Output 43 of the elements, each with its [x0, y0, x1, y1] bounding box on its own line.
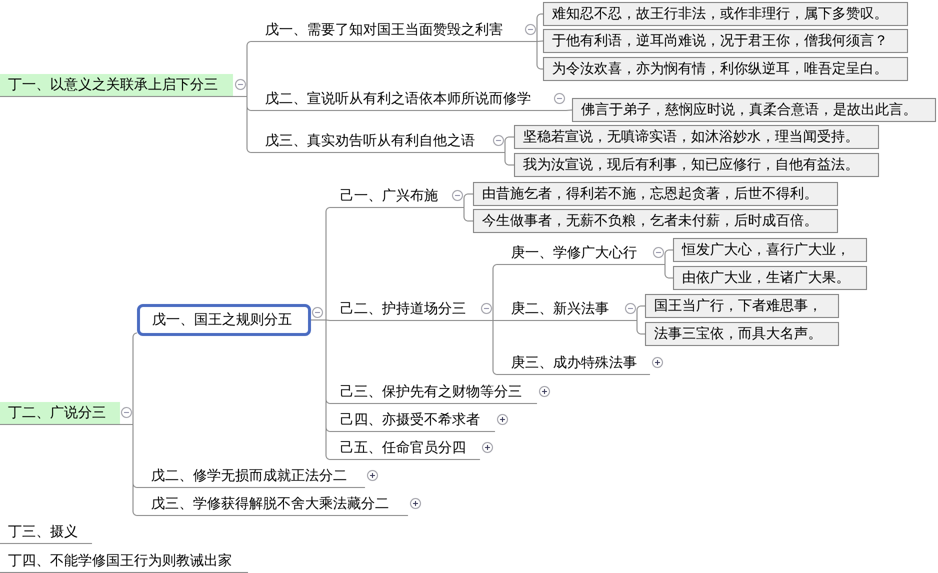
branch-topic: 己三、保护先有之财物等分三 — [330, 381, 537, 404]
connector-line — [492, 320, 498, 375]
connector-line — [504, 136, 514, 153]
connector-line — [310, 320, 330, 460]
branch-topic: 己四、亦摄受不希求者 — [330, 409, 495, 432]
highlighted-topic-text: 丁二、广说分三 — [0, 402, 120, 424]
branch-topic: 丁三、摄义 — [0, 521, 92, 544]
connector-line — [464, 194, 474, 208]
connector-line — [536, 14, 544, 42]
connector-line — [536, 41, 544, 70]
branch-topic: 丁四、不能学修国王行为则教诫出家 — [0, 550, 248, 573]
verse-box: 恒发广大心，喜行广大业， — [673, 238, 867, 262]
connector-line — [132, 424, 138, 516]
verse-box: 由昔施乞者，得利若不施，忘恩起贪著，后世不得利。 — [473, 182, 838, 206]
verse-box: 由依广大业，生诸广大果。 — [673, 266, 867, 290]
verse-box: 难知忍不忍，故王行非法，或作非理行，属下多赞叹。 — [543, 2, 908, 26]
verse-box: 坚稳若宣说，无嗔谛实语，如沐浴妙水，理当闻受持。 — [514, 125, 879, 149]
highlighted-topic-text: 丁一、以意义之关联承上启下分三 — [0, 74, 233, 96]
selected-topic-box: 戊一、国王之规则分五 — [137, 304, 311, 336]
verse-box: 法事三宝依，而具大名声。 — [645, 322, 839, 346]
connector-line — [132, 332, 138, 425]
verse-box: 国王当广行，下者难思事， — [645, 294, 839, 318]
connector-line — [636, 306, 646, 321]
connector-line — [464, 207, 474, 222]
connector-line — [636, 320, 646, 334]
verse-box: 我为汝宣说，现后有利事，知已应修行，自他有益法。 — [514, 153, 879, 177]
connector-line — [536, 40, 544, 42]
branch-topic: 戊三、学修获得解脱不舍大乘法藏分二 — [137, 493, 408, 516]
connector-line — [664, 250, 674, 265]
connector-line — [664, 264, 674, 278]
verse-box: 今生做事者，无薪不负粮，乞者未付薪，后时成百倍。 — [473, 209, 838, 233]
connector-line — [246, 41, 252, 97]
verse-box: 为令汝欢喜，亦为悯有情，利你纵逆耳，唯吾定呈白。 — [543, 57, 908, 81]
branch-topic: 己五、任命官员分四 — [330, 437, 480, 460]
branch-topic: 戊二、修学无损而成就正法分二 — [137, 465, 365, 488]
verse-box: 于他有利语，逆耳尚难说，况于君王你，僧我何须言？ — [543, 29, 908, 53]
branch-topic: 庚三、成办特殊法事 — [497, 352, 650, 375]
connector-line — [492, 320, 498, 321]
connector-line — [246, 96, 252, 153]
connector-line — [566, 110, 572, 111]
connector-line — [492, 264, 498, 321]
verse-box: 佛言于弟子，慈悯应时说，真柔合意语，是故出此言。 — [572, 98, 936, 122]
connector-line — [504, 152, 514, 166]
